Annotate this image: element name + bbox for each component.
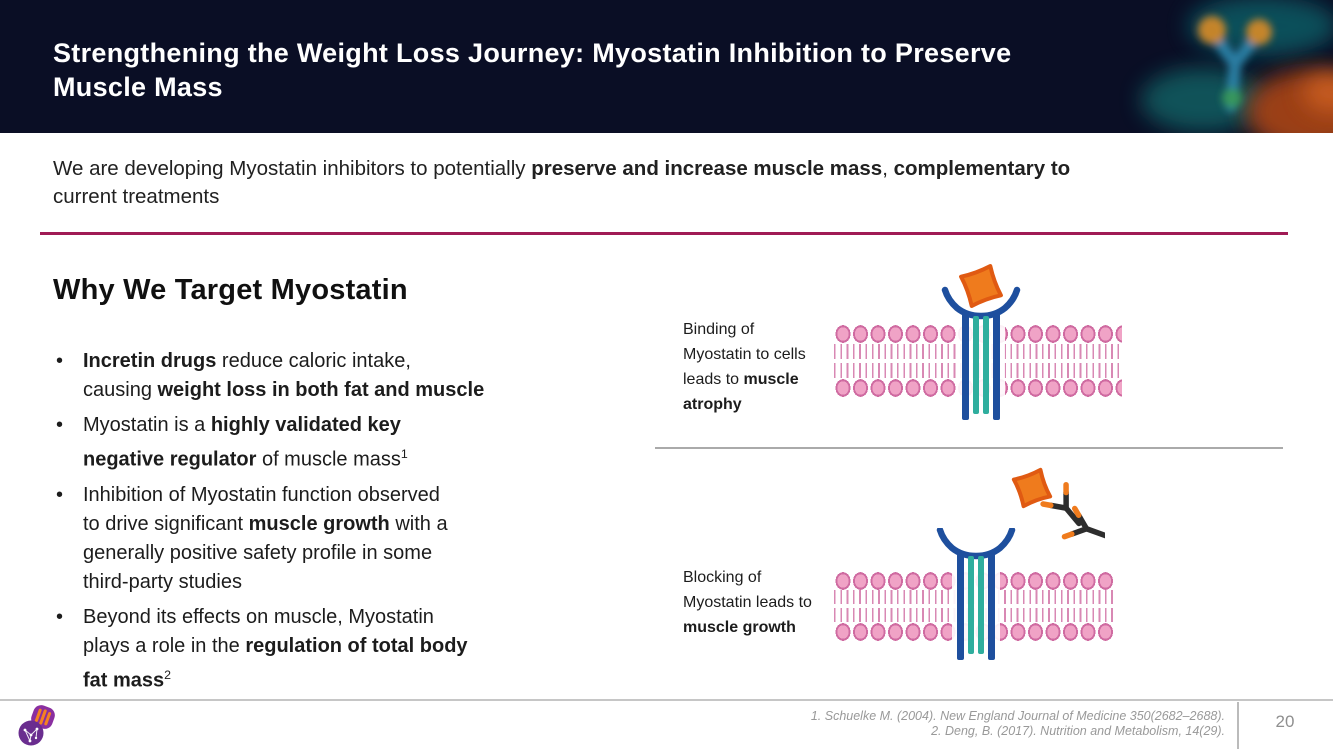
- bullet-item: Myostatin is a highly validated keynegat…: [53, 411, 573, 475]
- citations: 1. Schuelke M. (2004). New England Journ…: [605, 709, 1225, 739]
- company-logo: [18, 705, 55, 746]
- bullet-list: Incretin drugs reduce caloric intake,cau…: [53, 347, 573, 701]
- antibody-icon: [1040, 481, 1082, 527]
- myostatin-star-icon: [1011, 467, 1053, 509]
- header-banner: Strengthening the Weight Loss Journey: M…: [0, 0, 1333, 133]
- antibody-icon: [1061, 505, 1105, 540]
- footer-vertical-divider: [1237, 702, 1239, 749]
- diagram-divider: [655, 447, 1283, 449]
- empty-receptor-icon: [936, 528, 1016, 660]
- receptor-with-bound-myostatin-icon: [941, 264, 1021, 420]
- footer-divider: [0, 699, 1333, 701]
- subtitle: We are developing Myostatin inhibitors t…: [53, 157, 1071, 208]
- slide-title: Strengthening the Weight Loss Journey: M…: [53, 38, 1012, 102]
- citation-line: 1. Schuelke M. (2004). New England Journ…: [810, 709, 1225, 723]
- accent-divider: [40, 232, 1288, 235]
- myostatin-star-icon: [959, 264, 1003, 308]
- antibody-hero-image: [1103, 0, 1333, 133]
- bullet-item: Incretin drugs reduce caloric intake,cau…: [53, 347, 573, 405]
- page-number: 20: [1275, 712, 1295, 731]
- section-heading: Why We Target Myostatin: [53, 274, 408, 306]
- antibody-icon: [1198, 16, 1272, 112]
- bullet-item: Beyond its effects on muscle, Myostatinp…: [53, 603, 573, 696]
- bullet-item: Inhibition of Myostatin function observe…: [53, 481, 573, 597]
- citation-line: 2. Deng, B. (2017). Nutrition and Metabo…: [931, 724, 1225, 738]
- myostatin-blocked-by-antibodies-icon: [1011, 467, 1105, 540]
